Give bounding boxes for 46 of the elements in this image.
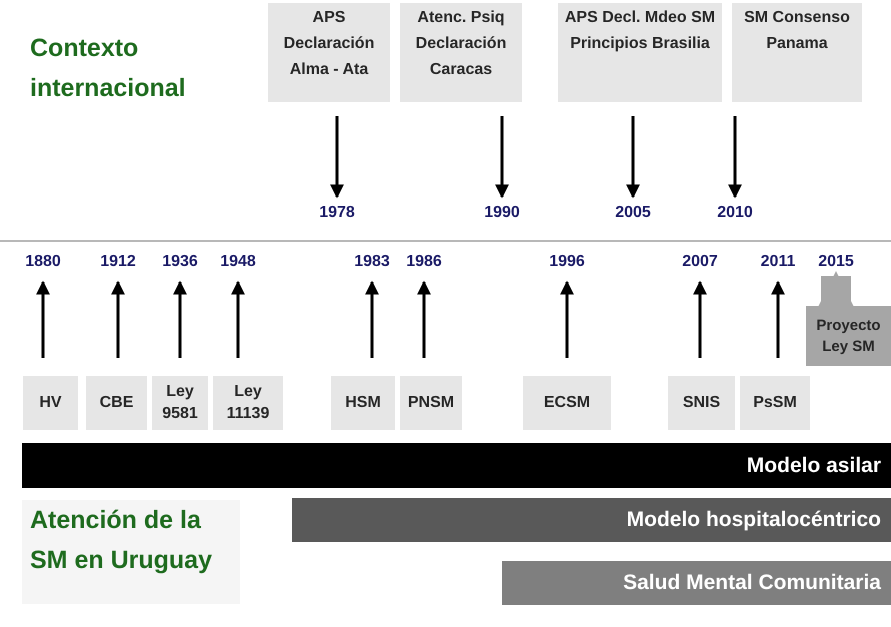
year-label: 2011	[753, 252, 803, 272]
arrow	[36, 280, 50, 358]
arrow	[417, 280, 431, 358]
year-label: 1996	[542, 252, 592, 272]
project-box: Proyecto Ley SM	[806, 306, 891, 366]
event-box: Atenc. Psiq Declaración Caracas	[400, 3, 522, 102]
event-box: ECSM	[523, 376, 611, 430]
event-box: Ley 11139	[213, 376, 283, 430]
year-label: 1986	[399, 252, 449, 272]
year-label: 2005	[608, 203, 658, 223]
year-label: 1978	[312, 203, 362, 223]
event-box: PNSM	[400, 376, 462, 430]
year-label: 1912	[93, 252, 143, 272]
event-box: SM Consenso Panama	[732, 3, 862, 102]
year-label: 2007	[675, 252, 725, 272]
event-box: HV	[23, 376, 78, 430]
arrow	[693, 280, 707, 358]
event-box: HSM	[331, 376, 395, 430]
arrow	[365, 280, 379, 358]
section-heading: Atención de la SM en Uruguay	[22, 500, 240, 604]
arrow	[330, 116, 344, 198]
arrow	[728, 116, 742, 198]
year-label: 1983	[347, 252, 397, 272]
arrow	[771, 280, 785, 358]
event-box: PsSM	[740, 376, 810, 430]
arrow	[495, 116, 509, 198]
year-label: 1948	[213, 252, 263, 272]
arrow	[231, 280, 245, 358]
arrow	[626, 116, 640, 198]
year-label: 2015	[811, 252, 861, 272]
arrow	[173, 280, 187, 358]
event-box: Ley 9581	[152, 376, 208, 430]
section-heading: Contexto internacional	[30, 33, 187, 104]
model-band: Modelo hospitalocéntrico	[292, 498, 891, 542]
event-box: SNIS	[668, 376, 735, 430]
year-label: 1880	[18, 252, 68, 272]
model-band: Salud Mental Comunitaria	[502, 561, 891, 605]
year-label: 1990	[477, 203, 527, 223]
event-box: APS Declaración Alma - Ata	[268, 3, 390, 102]
event-box: APS Decl. Mdeo SM Principios Brasilia	[558, 3, 722, 102]
arrow	[560, 280, 574, 358]
event-box: CBE	[86, 376, 147, 430]
model-band: Modelo asilar	[22, 443, 891, 488]
year-label: 1936	[155, 252, 205, 272]
arrow	[111, 280, 125, 358]
year-label: 2010	[710, 203, 760, 223]
